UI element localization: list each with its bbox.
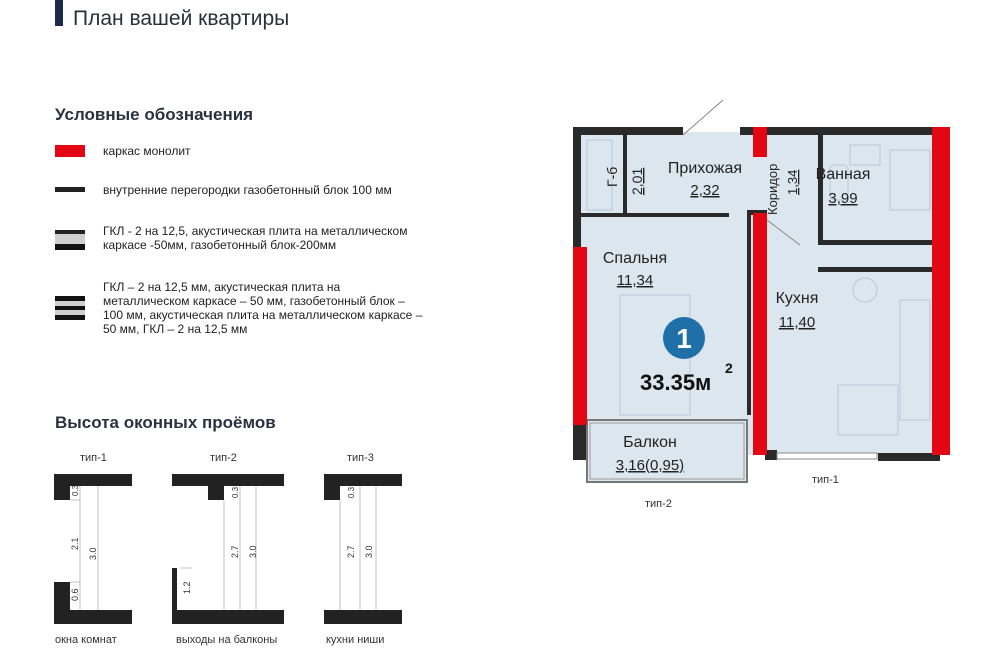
room-hallway-name: Прихожая xyxy=(668,160,742,177)
room-wardrobe-name: Г-б xyxy=(604,167,620,187)
window-section-type-2: 0.3 2.7 3.0 1.2 xyxy=(172,474,284,624)
page-title: План вашей квартиры xyxy=(73,7,290,30)
t1-dim-top: 0.3 xyxy=(71,484,80,496)
door-swings xyxy=(682,99,801,246)
total-area-sup: 2 xyxy=(725,360,733,376)
room-wardrobe-area: 2,01 xyxy=(629,168,645,195)
t1-dim-window: 2.1 xyxy=(70,537,80,550)
balcony-window-type: тип-2 xyxy=(645,498,672,510)
t1-floor xyxy=(54,610,132,624)
legend-label-gkl-200: ГКЛ - 2 на 12,5, акустическая плита на м… xyxy=(103,224,408,252)
room-bedroom-name: Спальня xyxy=(603,250,667,267)
room-kitchen-name: Кухня xyxy=(776,290,819,307)
svg-text:3.0: 3.0 xyxy=(248,545,258,558)
legend-label-gkl-100: ГКЛ – 2 на 12,5 мм, акустическая плита н… xyxy=(103,280,423,336)
windows-title: Высота оконных проёмов xyxy=(55,413,276,432)
svg-text:0.3: 0.3 xyxy=(347,486,356,498)
kitchen-window xyxy=(776,452,878,460)
t1-lintel xyxy=(54,474,132,486)
svg-text:1.2: 1.2 xyxy=(182,581,192,594)
room-balcony-area: 3,16(0,95) xyxy=(616,457,684,474)
t1-dim-total: 3.0 xyxy=(88,547,98,560)
room-bathroom-area: 3,99 xyxy=(828,190,857,207)
window-type-2-label: тип-2 xyxy=(210,452,237,464)
legend-title: Условные обозначения xyxy=(55,105,254,124)
walls xyxy=(573,127,940,461)
window-type-3-label: тип-3 xyxy=(347,452,374,464)
room-bedroom-area: 11,34 xyxy=(617,272,653,289)
svg-text:3.0: 3.0 xyxy=(364,545,374,558)
total-area: 33.35м xyxy=(640,370,711,395)
t1-upper-wall xyxy=(54,474,70,500)
room-balcony-name: Балкон xyxy=(623,434,677,451)
header-accent-bar xyxy=(55,0,63,26)
window-type-1-caption: окна комнат xyxy=(55,634,117,646)
svg-text:2.7: 2.7 xyxy=(230,545,240,558)
legend-label-monolith: каркас монолит xyxy=(103,144,191,158)
svg-text:2.7: 2.7 xyxy=(346,545,356,558)
balcony-fill xyxy=(587,420,747,482)
legend-swatch-gkl-200 xyxy=(55,230,85,250)
furniture-hints xyxy=(586,139,931,436)
room-corridor-name: Коридор xyxy=(765,164,780,215)
window-type-3-caption: кухни ниши xyxy=(326,634,385,646)
window-section-type-3: 0.3 2.7 3.0 xyxy=(324,474,402,624)
window-section-type-1: 0.3 2.1 3.0 0.6 xyxy=(54,474,132,624)
room-corridor-area: 1,34 xyxy=(785,170,800,195)
t1-dim-sill: 0.6 xyxy=(70,588,80,601)
monolith-columns xyxy=(573,127,950,455)
room-bathroom-name: Ванная xyxy=(816,166,871,183)
window-type-1-label: тип-1 xyxy=(80,452,107,464)
svg-text:0.3: 0.3 xyxy=(231,486,240,498)
room-kitchen-area: 11,40 xyxy=(779,314,815,331)
kitchen-window-type: тип-1 xyxy=(812,474,839,486)
room-hallway-area: 2,32 xyxy=(690,182,719,199)
legend-swatch-monolith xyxy=(55,145,85,157)
legend-swatch-partition xyxy=(55,187,85,192)
floor-plan: Прихожая 2,32 Г-б 2,01 Коридор 1,34 Ванн… xyxy=(573,99,950,483)
legend-swatch-gkl-100 xyxy=(55,296,85,320)
apartment-number-badge xyxy=(663,317,705,359)
legend-label-partition: внутренние перегородки газобетонный блок… xyxy=(103,183,392,197)
apartment-number: 1 xyxy=(676,323,692,354)
window-type-2-caption: выходы на балконы xyxy=(176,634,278,646)
balcony-outline xyxy=(586,419,748,483)
